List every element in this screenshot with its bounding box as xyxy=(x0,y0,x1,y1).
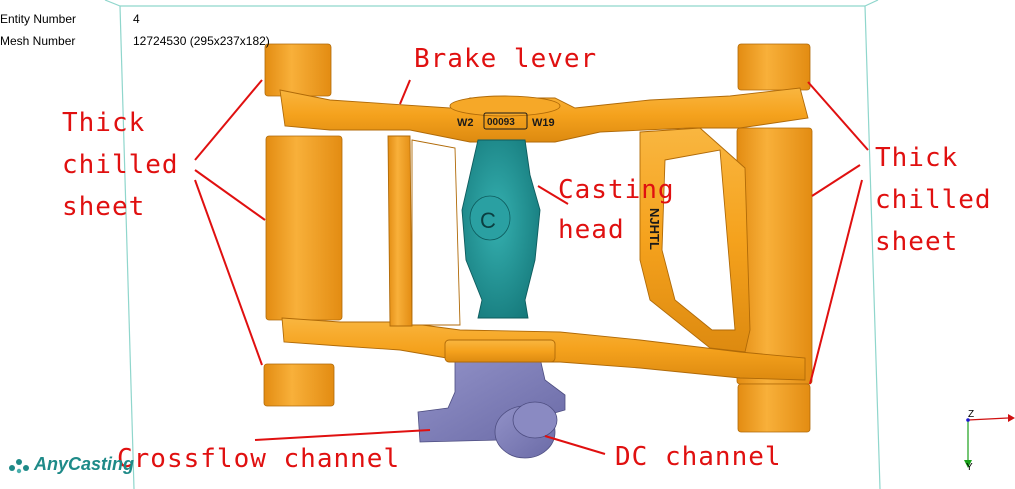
mark-center: 00093 xyxy=(487,117,515,128)
thick-chilled-sheet-right-line3: sheet xyxy=(875,227,959,257)
annotation-lines xyxy=(194,79,869,455)
thick-chilled-sheet-left-line2: chilled xyxy=(62,150,179,180)
anycasting-logo: AnyCasting xyxy=(8,454,134,475)
anycasting-logo-icon xyxy=(9,458,29,473)
gating-channels xyxy=(417,357,566,459)
mesh-number-value: 12724530 (295x237x182) xyxy=(133,34,270,48)
brake-lever-part xyxy=(279,87,809,381)
anycasting-logo-text: AnyCasting xyxy=(34,454,135,474)
mesh-number-label: Mesh Number xyxy=(0,34,76,48)
left-chill-sheets xyxy=(263,43,343,407)
dc-channel-label: DC channel xyxy=(615,442,782,472)
casting-head-part xyxy=(461,139,541,319)
crossflow-channel-label: Crossflow channel xyxy=(117,444,401,474)
brake-lever-label: Brake lever xyxy=(414,44,598,74)
entity-number-value: 4 xyxy=(133,12,140,26)
axis-z-label: Z xyxy=(968,409,975,420)
right-chill-sheets xyxy=(736,43,813,433)
thick-chilled-sheet-left-line3: sheet xyxy=(62,192,146,222)
part-marks: W2 00093 W19 NJHTL C xyxy=(457,112,662,250)
casting-head-label-line2: head xyxy=(558,215,625,245)
domain-box xyxy=(104,0,881,489)
thick-chilled-sheet-right-line1: Thick xyxy=(875,143,959,173)
mark-right: W19 xyxy=(532,117,555,129)
entity-number-label: Entity Number xyxy=(0,12,77,26)
mark-left: W2 xyxy=(457,117,474,129)
casting-head-label-line1: Casting xyxy=(558,175,675,205)
thick-chilled-sheet-right-line2: chilled xyxy=(875,185,992,215)
mark-side: NJHTL xyxy=(647,208,662,250)
axis-y-label: Y xyxy=(966,462,973,473)
thick-chilled-sheet-left-line1: Thick xyxy=(62,108,146,138)
axis-triad xyxy=(964,414,1015,468)
mark-head: C xyxy=(480,208,496,233)
